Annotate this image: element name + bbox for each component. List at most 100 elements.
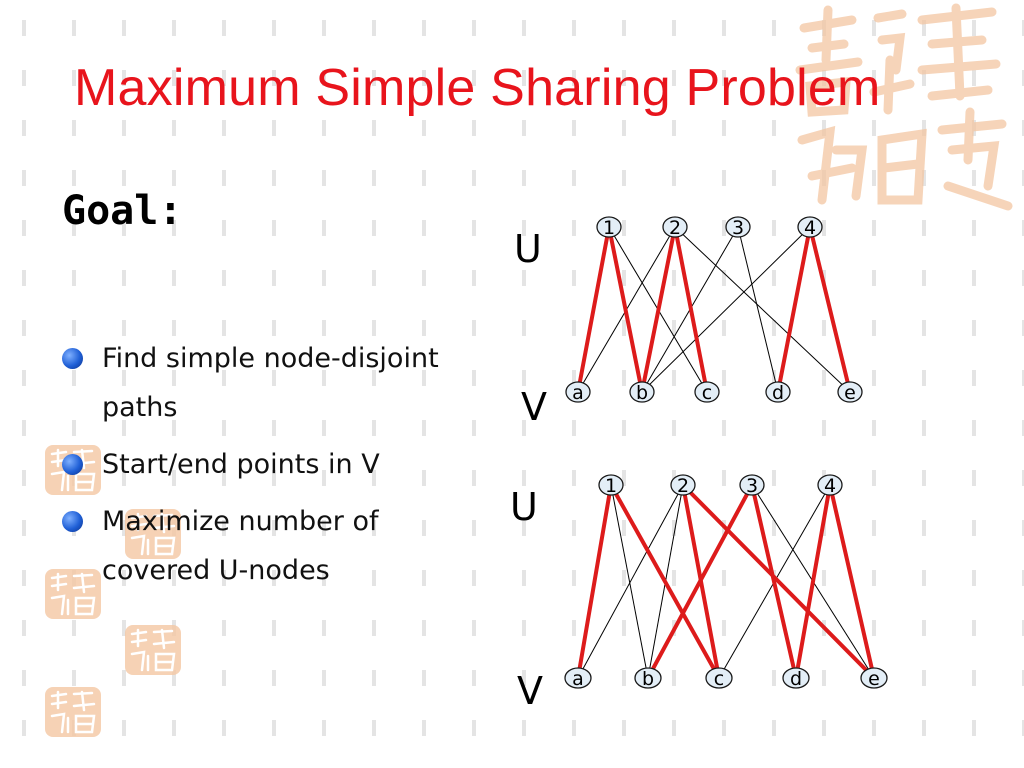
background-dash [422,220,426,236]
background-dash [722,370,726,386]
background-dash [72,320,76,336]
background-dash [972,570,976,586]
background-dash [622,470,626,486]
background-dash [872,420,876,436]
background-dash [622,70,626,86]
background-dash [122,120,126,136]
background-dash [22,520,26,536]
background-dash [772,520,776,536]
background-dash [822,120,826,136]
background-dash [72,670,76,686]
background-dash [322,520,326,536]
node-label: c [702,382,712,404]
background-dash [422,320,426,336]
node-label: a [572,668,584,690]
background-dash [272,470,276,486]
background-dash [822,420,826,436]
background-dash [122,470,126,486]
path-edge [576,225,611,394]
background-dash [472,320,476,336]
background-dash [422,20,426,36]
background-dash [622,20,626,36]
node-circle [598,474,624,496]
node-label: 1 [605,475,617,497]
node-circle [739,474,765,496]
background-dash [272,70,276,86]
background-dash [672,170,676,186]
background-dash [272,720,276,736]
background-dash [222,120,226,136]
background-dash [222,70,226,86]
background-dash [522,720,526,736]
background-dash [1022,370,1024,386]
background-dash [922,520,926,536]
background-dash [822,370,826,386]
background-dash [122,370,126,386]
node-circle [817,474,843,496]
bullet-dot-icon [62,454,83,475]
background-dash [322,320,326,336]
background-dash [672,420,676,436]
background-dash [372,170,376,186]
background-dash [722,470,726,486]
background-dash [122,320,126,336]
background-dash [872,370,876,386]
background-dash [622,670,626,686]
background-dash [872,270,876,286]
background-dash [1022,270,1024,286]
background-dash [522,70,526,86]
background-dash [572,520,576,536]
background-dash [472,270,476,286]
background-dash [872,320,876,336]
background-dash [422,720,426,736]
background-dash [322,170,326,186]
background-dash [922,370,926,386]
background-dash [472,420,476,436]
node-circle [782,667,810,689]
node-circle [634,667,662,689]
background-dash [822,670,826,686]
background-dash [372,20,376,36]
background-dash [722,570,726,586]
background-dash [22,20,26,36]
background-dash [772,320,776,336]
node-label: e [844,382,856,404]
background-dash [322,570,326,586]
background-dash [722,620,726,636]
background-dash [522,170,526,186]
background-dash [672,670,676,686]
background-dash [372,420,376,436]
background-dash [672,320,676,336]
background-dash [372,720,376,736]
background-dash [722,270,726,286]
background-dash [272,320,276,336]
background-dash [22,420,26,436]
background-dash [72,20,76,36]
background-dash [772,720,776,736]
background-dash [522,620,526,636]
path-edge [808,225,852,394]
background-dash [72,70,76,86]
background-dash [772,220,776,236]
background-dash [122,420,126,436]
background-dash [722,120,726,136]
background-dash [22,620,26,636]
background-dash [472,370,476,386]
node-label: 4 [804,217,816,239]
background-dash [322,220,326,236]
background-dash [272,370,276,386]
background-dash [372,670,376,686]
partition-label-u: U [514,227,542,271]
background-dash [522,520,526,536]
background-dash [22,120,26,136]
background-dash [22,170,26,186]
node-circle [837,381,863,403]
background-dash [422,270,426,286]
background-dash [422,170,426,186]
background-dash [322,120,326,136]
background-dash [672,20,676,36]
background-dash [422,70,426,86]
background-dash [872,570,876,586]
background-dash [872,470,876,486]
graph-node: d [782,667,810,690]
